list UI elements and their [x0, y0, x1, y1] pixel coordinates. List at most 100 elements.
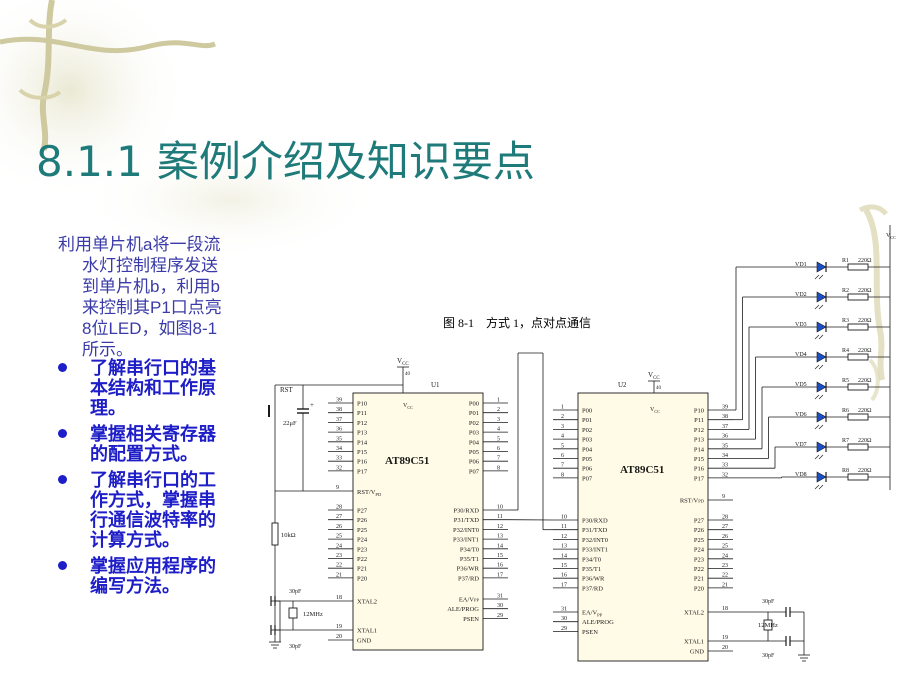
pin-label: P20	[694, 585, 704, 592]
pin-label: P22	[357, 556, 367, 563]
resistor-label: R5	[842, 378, 849, 384]
pin-label: P03	[582, 437, 592, 444]
resistor-icon	[847, 323, 869, 331]
cap-30pf-label: 30pF	[762, 599, 775, 605]
pin-number: 40	[656, 386, 662, 391]
led-light-icon	[818, 484, 824, 490]
pin-label: P05	[582, 456, 592, 463]
resistor-icon	[847, 413, 869, 421]
pin-label: RST/VPD	[357, 489, 382, 497]
crystal-label: 12MHz	[303, 611, 323, 618]
pin-label: P36/WR	[582, 576, 605, 583]
pin-label: XTAL2	[684, 610, 704, 617]
pin-number: 11	[561, 524, 567, 530]
pin-label: P07	[469, 468, 480, 475]
pin-label: EA/VPP	[459, 597, 480, 604]
pin-number: 7	[561, 463, 564, 469]
pin-label: P17	[357, 468, 368, 475]
pin-number: 8	[497, 465, 500, 471]
pin-number: 38	[722, 414, 728, 420]
led-light-icon	[814, 334, 820, 340]
resistor-value: 220Ω	[858, 318, 872, 324]
pin-number: 37	[336, 417, 342, 423]
led-light-icon	[818, 334, 824, 340]
pin-label: XTAL1	[684, 639, 704, 646]
pin-number: 33	[336, 456, 342, 462]
bullet-dot-icon	[58, 561, 67, 570]
pin-number: 2	[497, 407, 500, 413]
pin-label: EA/VPP	[582, 610, 603, 618]
led-light-icon	[818, 394, 824, 400]
intro-line: 8位LED，如图8-1	[82, 319, 218, 338]
intro-line: 到单片机b，利用b	[82, 277, 220, 296]
pin-number: 25	[722, 544, 728, 550]
crystal-icon	[288, 607, 298, 619]
pin-number: 29	[561, 626, 567, 632]
pin-label: P07	[582, 475, 593, 482]
pin-number: 20	[336, 634, 342, 640]
intro-paragraph: 利用单片机a将一段流 水灯控制程序发送 到单片机b，利用b 来控制其P1口点亮 …	[58, 234, 260, 360]
rst-label: RST	[280, 386, 294, 394]
pin-label: P21	[357, 566, 367, 573]
pin-number: 9	[722, 494, 725, 500]
bullet-item: 掌握应用程序的 编写方法。	[58, 556, 258, 596]
pin-label: P10	[357, 401, 367, 408]
pin-number: 3	[561, 424, 564, 430]
pin-number: 22	[336, 563, 342, 569]
pin-label: P25	[357, 527, 367, 534]
led-icon	[816, 261, 827, 273]
pin-label: P36/WR	[457, 566, 480, 573]
pin-number: 6	[561, 453, 564, 459]
led-light-icon	[818, 364, 824, 370]
pin-label: P31/TXD	[454, 517, 480, 524]
pin-number: 36	[722, 434, 728, 440]
bullet-dot-icon	[58, 475, 67, 484]
pin-number: 28	[722, 515, 728, 521]
pin-number: 1	[561, 405, 564, 411]
pin-number: 20	[722, 645, 728, 651]
pin-number: 24	[722, 553, 728, 559]
pin-label: P14	[357, 439, 368, 446]
pin-number: 35	[336, 436, 342, 442]
pin-number: 6	[497, 446, 500, 452]
pin-number: 3	[497, 417, 500, 423]
chip-u1-name: AT89C51	[385, 455, 429, 467]
chip-u2-label: U2	[618, 381, 627, 389]
pin-number: 36	[336, 427, 342, 433]
title-number: 8.1.1	[36, 137, 143, 186]
resistor-icon	[271, 522, 279, 546]
bullet-dot-icon	[58, 363, 67, 372]
pin-number: 24	[336, 543, 342, 549]
pin-number: 17	[561, 582, 567, 588]
bullet-item: 了解串行口的基 本结构和工作原 理。	[58, 358, 258, 418]
pin-number: 19	[722, 635, 728, 641]
pin-number: 32	[722, 472, 728, 478]
intro-line: 利用单片机a将一段流	[58, 235, 221, 254]
led-icon	[816, 381, 827, 393]
plus-icon: +	[310, 401, 314, 409]
resistor-icon	[847, 473, 869, 481]
pin-label: P23	[694, 556, 704, 563]
led-label: VD7	[795, 442, 807, 448]
pin-label: P12	[357, 420, 367, 427]
pin-label: GND	[357, 638, 371, 645]
pin-number: 5	[561, 443, 564, 449]
pin-label: P02	[469, 420, 479, 427]
pin-number: 18	[336, 595, 342, 601]
bullet-line: 行通信波特率的	[90, 510, 216, 530]
pin-label: P35/T1	[582, 566, 601, 573]
pin-number: 10	[497, 505, 503, 511]
cap-30pf-label: 30pF	[289, 644, 302, 650]
bullet-line: 计算方式。	[90, 530, 180, 550]
pin-label: P11	[694, 417, 704, 424]
bullet-line: 了解串行口的工	[90, 470, 216, 490]
pin-number: 9	[336, 485, 339, 491]
resistor-value: 220Ω	[858, 258, 872, 264]
pin-number: 5	[497, 436, 500, 442]
bullet-line: 本结构和工作原	[90, 378, 216, 398]
pin-label: P26	[357, 517, 368, 524]
resistor-label: R2	[842, 288, 849, 294]
